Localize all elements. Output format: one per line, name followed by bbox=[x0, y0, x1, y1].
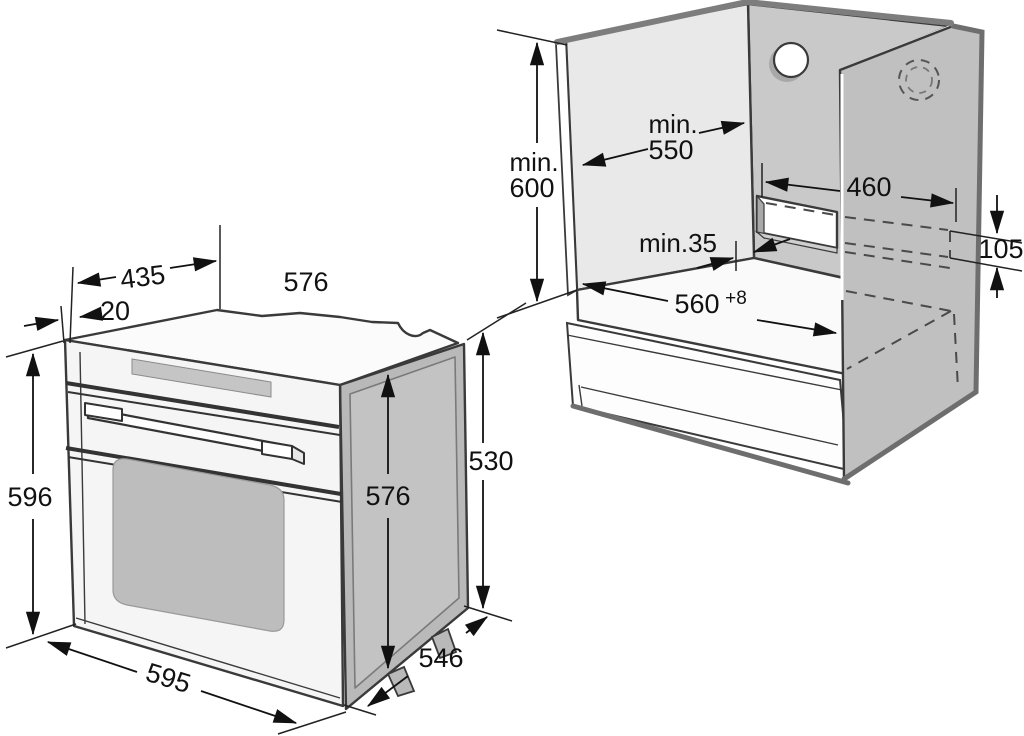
dim-niche-clearance: min.35 bbox=[639, 228, 791, 271]
dim-oven-back-height: 530 bbox=[463, 302, 527, 622]
dim-niche-height: 105 bbox=[949, 195, 1024, 298]
dim-opening-width: 560 +8 bbox=[581, 281, 838, 337]
dim-label-oven-back-height: 530 bbox=[468, 446, 513, 476]
oven-side-panel-inset bbox=[349, 356, 460, 689]
dim-label-oven-height: 596 bbox=[7, 482, 52, 512]
dim-oven-height: 596 bbox=[5, 340, 77, 649]
dim-label-niche-width: 460 bbox=[846, 172, 891, 202]
cabinet-vent-hole-icon bbox=[769, 41, 810, 82]
dim-label-oven-top-offset: 435 bbox=[119, 259, 167, 294]
dim-label-opening-tolerance: +8 bbox=[725, 288, 747, 309]
dim-label-niche-clearance: min.35 bbox=[639, 228, 717, 258]
dim-oven-side-height: 576 bbox=[365, 373, 411, 670]
dim-label-cabinet-height-value: 600 bbox=[509, 173, 554, 203]
oven-display bbox=[131, 358, 272, 398]
dim-label-oven-width: 595 bbox=[142, 657, 194, 699]
dim-label-oven-side-height: 576 bbox=[365, 481, 410, 511]
dim-niche-width: 460 bbox=[761, 163, 957, 222]
dim-label-opening-width: 560 bbox=[674, 289, 719, 319]
oven-top bbox=[63, 308, 460, 387]
dim-label-cabinet-depth-value: 550 bbox=[648, 135, 693, 165]
dim-cabinet-depth: min. 550 bbox=[581, 109, 746, 167]
dim-label-cabinet-height-min: min. bbox=[509, 147, 558, 177]
cabinet-niche-cutout bbox=[754, 194, 839, 254]
cabinet-hidden-hole-icon bbox=[898, 59, 940, 101]
dim-cabinet-height: min. 600 bbox=[496, 29, 578, 319]
dim-label-oven-top-width: 576 bbox=[283, 267, 328, 297]
oven-drawing: 435 20 576 596 595 bbox=[5, 225, 527, 735]
oven-door-window bbox=[112, 458, 285, 632]
dim-oven-top-offset: 435 bbox=[69, 225, 221, 344]
dim-oven-depth: 546 bbox=[343, 616, 489, 716]
oven-foot bbox=[430, 627, 458, 660]
cabinet-hidden-floor-dashes bbox=[845, 290, 959, 390]
cabinet-drawing: min. 600 min. 550 460 105 bbox=[496, 0, 1024, 486]
dim-label-oven-depth: 546 bbox=[418, 643, 463, 673]
dim-oven-front-lip: 20 bbox=[23, 296, 130, 344]
cabinet-hidden-niche-dashes bbox=[765, 202, 951, 269]
dim-label-cabinet-depth-min: min. bbox=[648, 109, 697, 139]
oven-handle bbox=[84, 402, 305, 465]
dim-label-niche-height: 105 bbox=[978, 234, 1023, 264]
dim-label-oven-front-lip: 20 bbox=[100, 296, 130, 326]
